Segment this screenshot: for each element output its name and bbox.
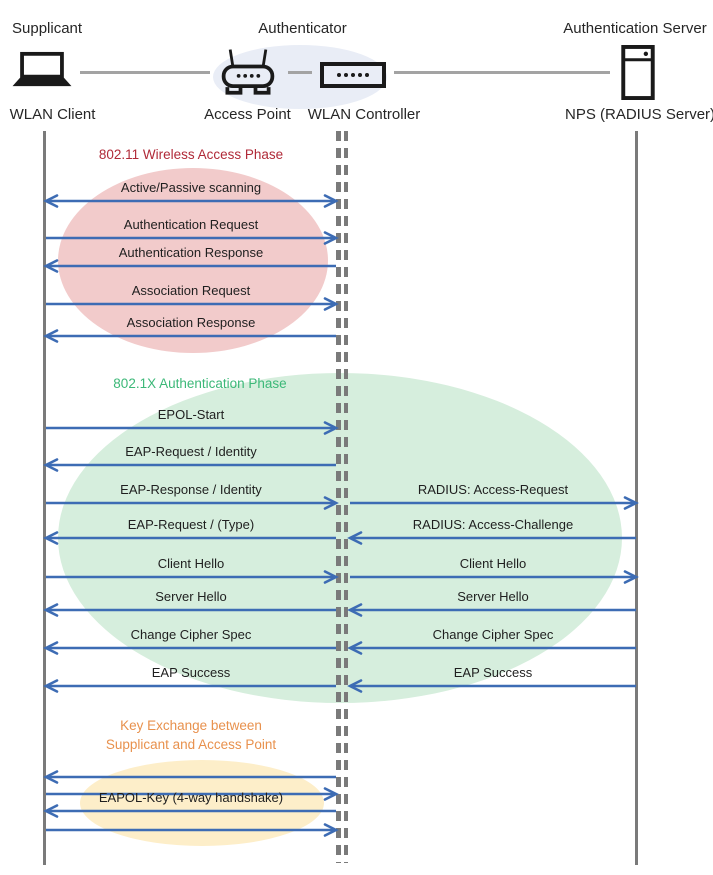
message-arrow	[43, 641, 336, 655]
message-label: EAP-Response / Identity	[120, 482, 262, 497]
device-wlan-client: WLAN Client	[9, 106, 96, 123]
message-label: Change Cipher Spec	[130, 627, 252, 642]
message-arrow	[43, 531, 336, 545]
message-arrow	[43, 603, 336, 617]
message-arrow	[43, 259, 336, 273]
message-label: RADIUS: Access-Challenge	[412, 517, 574, 532]
message-label: Active/Passive scanning	[120, 180, 262, 195]
arrowhead-left	[347, 641, 363, 655]
message-label: EAPOL-Key (4-way handshake)	[98, 790, 284, 805]
lifeline-supplicant	[43, 131, 46, 865]
phase3-title-line1: Key Exchange between	[120, 718, 262, 733]
arrowhead-right	[323, 297, 339, 311]
message-label: Client Hello	[459, 556, 527, 571]
server-icon	[621, 45, 655, 100]
message-label: Server Hello	[457, 589, 529, 604]
device-access-point: Access Point	[204, 106, 291, 123]
message-arrow	[43, 679, 336, 693]
phase3-title-line2: Supplicant and Access Point	[105, 737, 277, 752]
connector-line	[80, 71, 210, 74]
arrowhead-right	[323, 570, 339, 584]
arrowhead-right	[323, 787, 339, 801]
phase3-ellipse	[80, 760, 324, 846]
message-label: EAP Success	[151, 665, 231, 680]
arrowhead-left	[347, 679, 363, 693]
arrowhead	[43, 194, 59, 208]
phase2-title: 802.1X Authentication Phase	[113, 376, 287, 391]
message-label: Server Hello	[155, 589, 227, 604]
arrowhead-left	[43, 641, 59, 655]
message-label: Association Request	[131, 283, 251, 298]
message-arrow	[350, 496, 639, 510]
message-arrow	[43, 804, 336, 818]
arrowhead-left	[43, 770, 59, 784]
arrowhead-left	[43, 804, 59, 818]
arrowhead-left	[43, 259, 59, 273]
arrowhead-right	[323, 496, 339, 510]
message-arrow	[347, 679, 636, 693]
device-wlan-controller: WLAN Controller	[307, 106, 421, 123]
connector-dash	[288, 71, 312, 74]
arrowhead-left	[43, 679, 59, 693]
message-arrow	[43, 194, 339, 208]
message-arrow	[46, 421, 339, 435]
message-arrow	[347, 603, 636, 617]
wlan-controller-icon	[320, 62, 386, 88]
message-arrow	[347, 641, 636, 655]
access-point-icon	[221, 49, 275, 95]
phase3-title: Key Exchange between Supplicant and Acce…	[61, 716, 321, 754]
arrowhead-left	[347, 531, 363, 545]
message-arrow	[350, 570, 639, 584]
arrowhead-left	[347, 603, 363, 617]
message-arrow	[347, 531, 636, 545]
message-label: Authentication Request	[123, 217, 259, 232]
phase1-ellipse	[58, 168, 328, 353]
message-arrow	[43, 770, 336, 784]
message-arrow	[43, 458, 336, 472]
lifeline-auth-server	[635, 131, 638, 865]
arrowhead-left	[43, 329, 59, 343]
message-arrow	[46, 823, 339, 837]
message-label: Association Response	[126, 315, 256, 330]
message-label: Client Hello	[157, 556, 225, 571]
message-arrow	[46, 231, 339, 245]
message-label: EAP-Request / Identity	[125, 444, 257, 459]
phase1-title: 802.11 Wireless Access Phase	[98, 147, 284, 162]
arrowhead-left	[43, 458, 59, 472]
role-authentication-server: Authentication Server	[563, 20, 707, 37]
device-nps-radius: NPS (RADIUS Server)	[565, 106, 713, 123]
message-arrow	[46, 570, 339, 584]
arrowhead-right	[623, 496, 639, 510]
lifeline-authenticator-dash-right	[343, 131, 348, 863]
arrowhead-right	[323, 823, 339, 837]
arrowhead	[323, 194, 339, 208]
arrowhead-right	[323, 231, 339, 245]
arrowhead-left	[43, 531, 59, 545]
arrowhead-right	[323, 421, 339, 435]
message-label: RADIUS: Access-Request	[417, 482, 569, 497]
message-arrow	[46, 297, 339, 311]
role-authenticator: Authenticator	[258, 20, 347, 37]
message-arrow	[46, 496, 339, 510]
message-label: EAP Success	[453, 665, 533, 680]
message-label: EAP-Request / (Type)	[127, 517, 255, 532]
message-arrow	[46, 787, 339, 801]
message-arrow	[43, 329, 336, 343]
message-label: EPOL-Start	[157, 407, 225, 422]
connector-line	[394, 71, 610, 74]
laptop-icon	[12, 51, 72, 87]
message-label: Change Cipher Spec	[432, 627, 554, 642]
arrowhead-right	[623, 570, 639, 584]
arrowhead-left	[43, 603, 59, 617]
role-supplicant: Supplicant	[12, 20, 83, 37]
authenticator-halo-ellipse	[213, 45, 387, 109]
message-label: Authentication Response	[118, 245, 264, 260]
lifeline-authenticator-dash-left	[336, 131, 341, 863]
